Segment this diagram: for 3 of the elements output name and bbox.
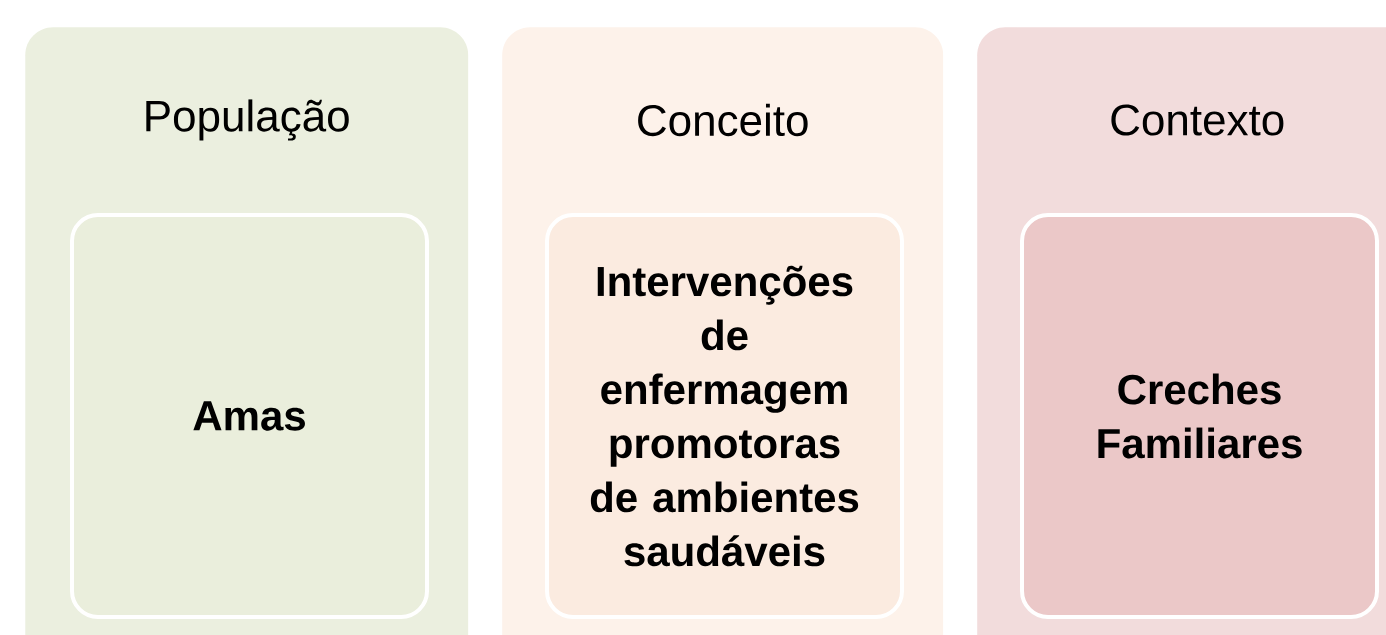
content-box: Amas [70, 213, 429, 619]
content-box: Creches Familiares [1020, 213, 1379, 619]
content-box: Intervenções de enfermagem promotoras de ambientes saudáveis [545, 213, 904, 619]
